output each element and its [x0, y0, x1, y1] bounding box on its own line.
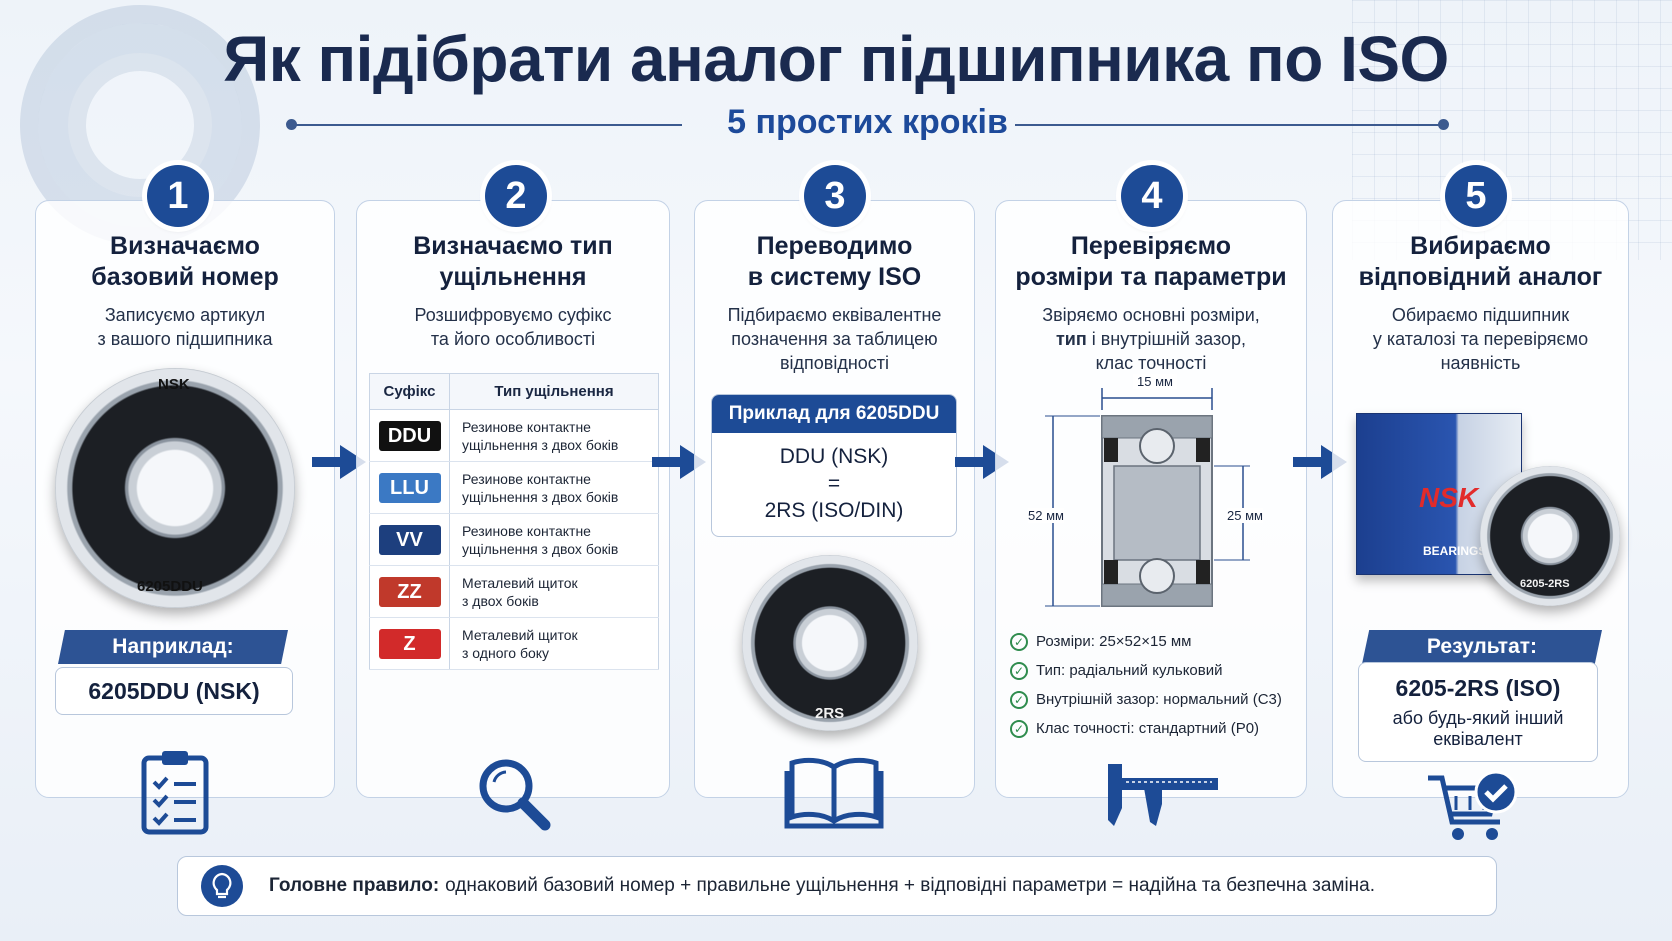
dimension-width-label: 15 мм	[1133, 374, 1177, 389]
suffix-code-cell: DDU	[369, 409, 450, 462]
suffix-table: Суфікс Тип ущільнення DDU Резинове контак…	[369, 373, 659, 670]
step-3-number: 3	[804, 165, 866, 227]
caliper-icon	[1100, 758, 1220, 835]
result-value-note-2: еквівалент	[1433, 729, 1523, 749]
iso-example-nsk: DDU (NSK)	[779, 445, 889, 468]
suffix-badge: VV	[378, 524, 441, 555]
suffix-badge: LLU	[378, 472, 441, 503]
main-rule-footer: Головне правило: однаковий базовий номер…	[177, 856, 1497, 916]
suffix-code-cell: VV	[369, 513, 450, 566]
box-brand-logo: NSK	[1419, 482, 1479, 513]
bearing-2rs-label: 2RS	[815, 705, 845, 722]
seal-type-column-header: Тип ущільнення	[449, 373, 659, 410]
suffix-badge: ZZ	[378, 576, 441, 607]
step-4-description: Звіряємо основні розміри,тип і внутрішні…	[1042, 305, 1260, 373]
example-value-box: 6205DDU (NSK)	[55, 667, 293, 715]
suffix-badge: Z	[378, 628, 441, 659]
check-icon: ✓	[1010, 690, 1028, 709]
checklist-item: ✓Розміри: 25×52×15 мм	[1010, 627, 1282, 656]
bearing-6205-2rs-label: 6205-2RS	[1520, 578, 1570, 590]
suffix-code-cell: ZZ	[369, 565, 450, 618]
magnifier-icon	[474, 754, 554, 839]
open-book-icon	[784, 755, 884, 835]
subtitle-row: 5 простих кроків	[286, 103, 1449, 147]
lightbulb-icon	[201, 865, 243, 907]
step-1-number: 1	[147, 165, 209, 227]
subtitle-line-right	[1015, 124, 1445, 126]
bearing-model-label: 6205DDU	[137, 578, 203, 595]
suffix-code-cell: Z	[369, 617, 450, 670]
suffix-code-cell: LLU	[369, 461, 450, 514]
dimension-outer-label: 52 мм	[1028, 508, 1064, 523]
suffix-column-header: Суфікс	[369, 373, 450, 410]
result-banner: Результат:	[1362, 630, 1602, 664]
check-icon: ✓	[1010, 661, 1028, 680]
example-banner: Наприклад:	[58, 630, 288, 664]
shopping-cart-check-icon	[1426, 768, 1526, 851]
box-bearings-text: BEARINGS	[1423, 544, 1487, 558]
result-value-note-1: або будь-який інший	[1392, 708, 1564, 728]
bearing-2rs-image: 2RS	[742, 555, 918, 731]
subtitle-line-left	[290, 124, 682, 126]
iso-example-box: Приклад для 6205DDU DDU (NSK) = 2RS (ISO…	[711, 394, 957, 537]
iso-example-iso: 2RS (ISO/DIN)	[764, 499, 904, 522]
step-5-number: 5	[1445, 165, 1507, 227]
iso-example-equals: =	[827, 472, 841, 495]
main-rule-label: Головне правило:	[269, 875, 440, 896]
page-title: Як підібрати аналог підшипника по ISO	[223, 23, 1449, 95]
bearing-cross-section-diagram: 15 мм 52 мм 25 мм	[1020, 374, 1290, 620]
check-icon: ✓	[1010, 719, 1028, 738]
suffix-table-header-row: Суфікс Тип ущільнення	[369, 373, 659, 410]
dimension-inner-label: 25 мм	[1227, 508, 1263, 523]
subtitle-dot-left	[286, 119, 297, 130]
bearing-brand-label: NSK	[158, 376, 190, 393]
result-value-box: 6205-2RS (ISO) або будь-який інший еквів…	[1358, 662, 1598, 762]
clipboard-checklist-icon	[140, 748, 210, 841]
result-value: 6205-2RS (ISO)	[1395, 675, 1561, 701]
checklist-item: ✓Тип: радіальний кульковий	[1010, 656, 1282, 685]
checklist-item: ✓Клас точності: стандартний (P0)	[1010, 714, 1282, 743]
step-4-number: 4	[1121, 165, 1183, 227]
bearing-6205-2rs-image: 6205-2RS	[1480, 466, 1620, 606]
page-subtitle: 5 простих кроків	[727, 103, 1008, 141]
parameter-checklist: ✓Розміри: 25×52×15 мм✓Тип: радіальний ку…	[1010, 627, 1282, 743]
step-2-number: 2	[485, 165, 547, 227]
subtitle-dot-right	[1438, 119, 1449, 130]
checklist-item: ✓Внутрішній зазор: нормальний (C3)	[1010, 685, 1282, 714]
suffix-badge: DDU	[378, 420, 441, 451]
main-rule-text: однаковий базовий номер + правильне ущіл…	[445, 875, 1376, 896]
check-icon: ✓	[1010, 632, 1028, 651]
bearing-6205ddu-image: NSK 6205DDU	[55, 368, 295, 608]
iso-example-header: Приклад для 6205DDU	[712, 395, 956, 433]
